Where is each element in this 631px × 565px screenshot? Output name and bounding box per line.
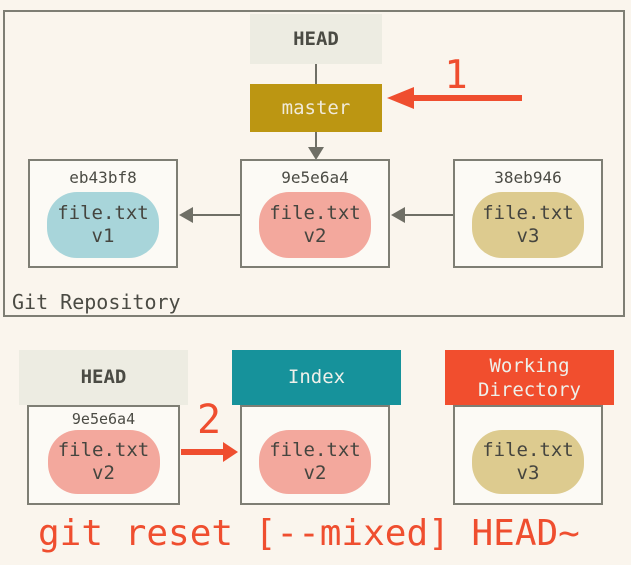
head-area-box: 9e5e6a4 file.txt v2	[27, 405, 180, 505]
file-snapshot-blob: file.txt v2	[259, 192, 371, 258]
commit-hash: 9e5e6a4	[281, 168, 349, 187]
arrow-left-icon	[391, 207, 405, 223]
file-snapshot-blob: file.txt v2	[259, 430, 371, 494]
commit-hash: 9e5e6a4	[71, 410, 136, 428]
index-area-box: file.txt v2	[240, 405, 390, 505]
file-name: file.txt	[482, 202, 574, 225]
file-version: v1	[91, 225, 115, 247]
working-directory-area-box: file.txt v3	[453, 405, 603, 505]
arrow-down-icon	[308, 147, 324, 160]
step-2-arrow-right-icon	[223, 442, 238, 462]
commit-box-eb43bf8: eb43bf8 file.txt v1	[28, 159, 178, 268]
commit-hash: eb43bf8	[69, 168, 137, 187]
file-name: file.txt	[482, 439, 574, 462]
index-area-header: Index	[232, 350, 401, 405]
step-1-label: 1	[444, 53, 468, 98]
file-version: v2	[303, 225, 327, 247]
arrow-left-icon	[179, 207, 193, 223]
file-name: file.txt	[269, 202, 361, 225]
step-2-label: 2	[196, 397, 222, 443]
commit-box-9e5e6a4: 9e5e6a4 file.txt v2	[240, 159, 390, 268]
head-area-header: HEAD	[19, 350, 188, 405]
head-master-connector-line	[315, 64, 317, 84]
working-directory-area-header: Working Directory	[445, 350, 614, 405]
head-node: HEAD	[250, 14, 382, 64]
file-snapshot-blob: file.txt v3	[472, 430, 584, 494]
file-name: file.txt	[57, 439, 150, 462]
master-branch-node: master	[250, 84, 382, 132]
parent-arrow-line	[193, 214, 240, 216]
file-name: file.txt	[57, 202, 149, 225]
file-snapshot-blob: file.txt v3	[472, 192, 584, 258]
file-snapshot-blob: file.txt v1	[47, 192, 159, 258]
file-version: v3	[516, 225, 540, 247]
commit-box-38eb946: 38eb946 file.txt v3	[453, 159, 603, 268]
git-repository-label: Git Repository	[12, 290, 181, 314]
step-1-arrow-line	[412, 95, 522, 101]
step-1-arrow-left-icon	[387, 87, 414, 109]
file-snapshot-blob: file.txt v2	[47, 430, 160, 494]
master-commit-arrow-line	[315, 132, 317, 148]
git-command-caption: git reset [--mixed] HEAD~	[38, 513, 580, 554]
file-version: v2	[92, 462, 115, 484]
file-name: file.txt	[269, 439, 361, 462]
file-version: v3	[516, 462, 540, 484]
step-2-arrow-line	[181, 449, 224, 455]
parent-arrow-line	[405, 214, 453, 216]
commit-hash: 38eb946	[494, 168, 562, 187]
file-version: v2	[303, 462, 327, 484]
